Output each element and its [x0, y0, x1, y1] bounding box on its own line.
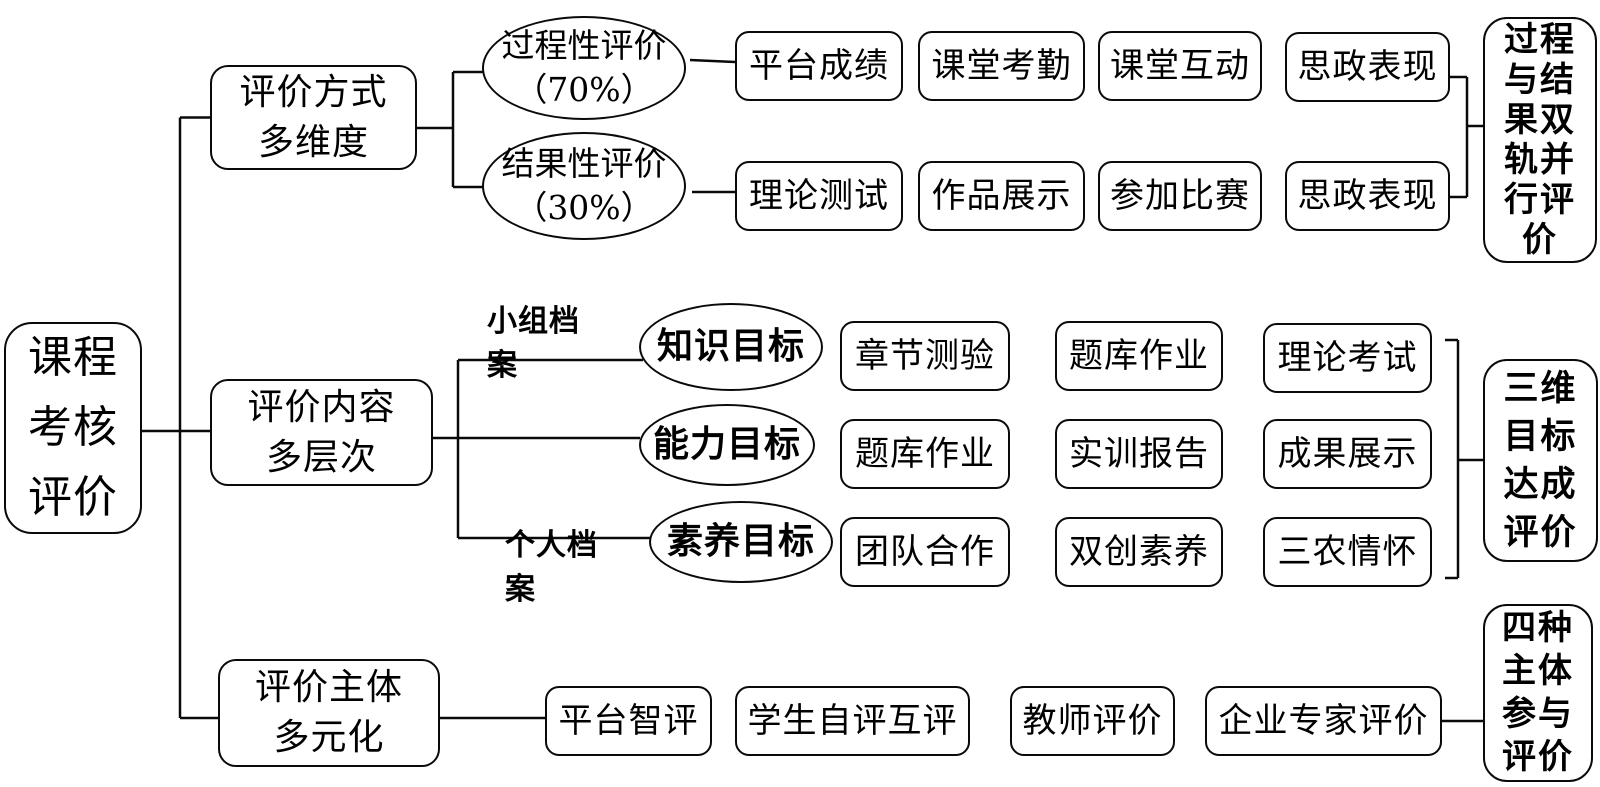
method-note-bracket [1450, 75, 1483, 199]
method-note-box: 过程 与结 果双 轨并 行评 价 [1483, 17, 1597, 263]
result-item-box: 作品展示 [918, 161, 1085, 231]
result-eval-ellipse: 结果性评价 （30%） [482, 132, 686, 240]
quality-goal-ellipse: 素养目标 [649, 501, 833, 583]
process-item-box: 课堂互动 [1098, 31, 1262, 101]
personal-archive-label: 个人档案 [505, 528, 598, 607]
trunk-lines [142, 116, 218, 720]
ability-item-box: 实训报告 [1055, 419, 1223, 489]
branch-content-node: 评价内容 多层次 [210, 379, 433, 486]
result-item-box: 理论测试 [735, 161, 903, 231]
quality-item-box: 双创素养 [1055, 517, 1223, 587]
group-archive-label: 小组档案 [487, 304, 580, 383]
process-eval-ellipse: 过程性评价 （70%） [482, 16, 686, 120]
knowledge-item-box: 题库作业 [1055, 321, 1223, 391]
subject-item-box: 学生自评互评 [735, 686, 970, 756]
branch-subject-node: 评价主体 多元化 [218, 659, 440, 767]
subject-item-box: 企业专家评价 [1205, 686, 1442, 756]
subject-item-box: 平台智评 [545, 686, 712, 756]
result-item-box: 思政表现 [1285, 161, 1450, 231]
quality-item-box: 三农情怀 [1263, 517, 1432, 587]
knowledge-item-box: 章节测验 [840, 321, 1010, 391]
process-item-box: 平台成绩 [735, 31, 903, 101]
subject-item-box: 教师评价 [1010, 686, 1175, 756]
quality-item-box: 团队合作 [840, 517, 1010, 587]
knowledge-goal-ellipse: 知识目标 [639, 303, 823, 391]
knowledge-item-box: 理论考试 [1263, 323, 1432, 393]
content-fan-lines [433, 358, 651, 540]
root-node: 课程 考核 评价 [4, 322, 142, 534]
content-note-bracket [1445, 338, 1483, 580]
ability-item-box: 成果展示 [1263, 419, 1432, 489]
method-fan-lines [417, 70, 483, 189]
result-item-box: 参加比赛 [1098, 161, 1262, 231]
process-item-box: 思政表现 [1285, 32, 1450, 102]
process-to-items-line [689, 58, 736, 64]
ability-item-box: 题库作业 [840, 419, 1010, 489]
branch-method-node: 评价方式 多维度 [210, 65, 417, 170]
content-note-box: 三维 目标 达成 评价 [1483, 359, 1598, 562]
ability-goal-ellipse: 能力目标 [639, 404, 815, 486]
subject-note-box: 四种 主体 参与 评价 [1483, 604, 1593, 782]
process-item-box: 课堂考勤 [918, 31, 1085, 101]
